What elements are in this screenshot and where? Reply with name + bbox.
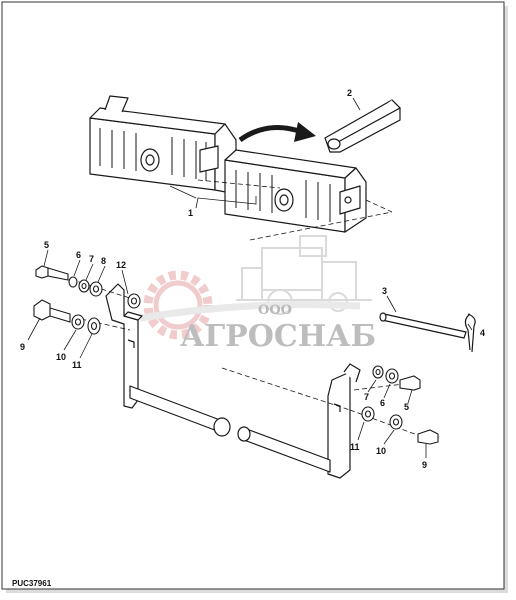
part-3-pin [379,312,467,339]
callout-9-right: 9 [422,460,427,470]
watermark-small-text: ООО [258,303,292,318]
callout-6-right: 6 [380,398,385,408]
harvester-watermark-icon [236,235,372,315]
part-6-washer-left [68,276,78,288]
callout-2: 2 [347,88,352,98]
part-4-cotter-pin [464,313,476,353]
callout-11-left: 11 [72,360,82,370]
callout-11-right: 11 [350,442,360,452]
callout-8: 8 [101,256,106,266]
callout-4: 4 [480,328,485,338]
part-5-bolt-right [399,375,421,391]
callout-9-left: 9 [20,342,25,352]
part-2-plate [324,99,401,153]
arrow-icon [238,122,316,143]
callout-10-left: 10 [56,352,66,362]
alignment-lines-upper [197,179,393,241]
frame-border [1,1,505,590]
callout-10-right: 10 [376,446,386,456]
diagram-code: PUC37961 [12,579,52,588]
callout-12: 12 [116,260,126,270]
callout-5-right: 5 [404,402,409,412]
callout-7-left: 7 [89,254,94,264]
fasteners-right [361,365,439,445]
part-9-bolt-right [417,429,439,445]
callout-5-left: 5 [44,240,49,250]
bracket-right [224,149,367,233]
callout-3: 3 [382,286,387,296]
gear-watermark-icon [143,270,213,340]
agrosnab-watermark [139,235,372,340]
watermark-brand-text: АГРОСНАБ [180,319,376,354]
fasteners-left [33,265,141,335]
swoosh-watermark [139,301,361,322]
callout-1: 1 [188,208,193,218]
leader-lines [27,97,473,458]
callout-7-right: 7 [364,392,369,402]
callout-6-left: 6 [76,250,81,260]
arm-left [105,283,231,437]
